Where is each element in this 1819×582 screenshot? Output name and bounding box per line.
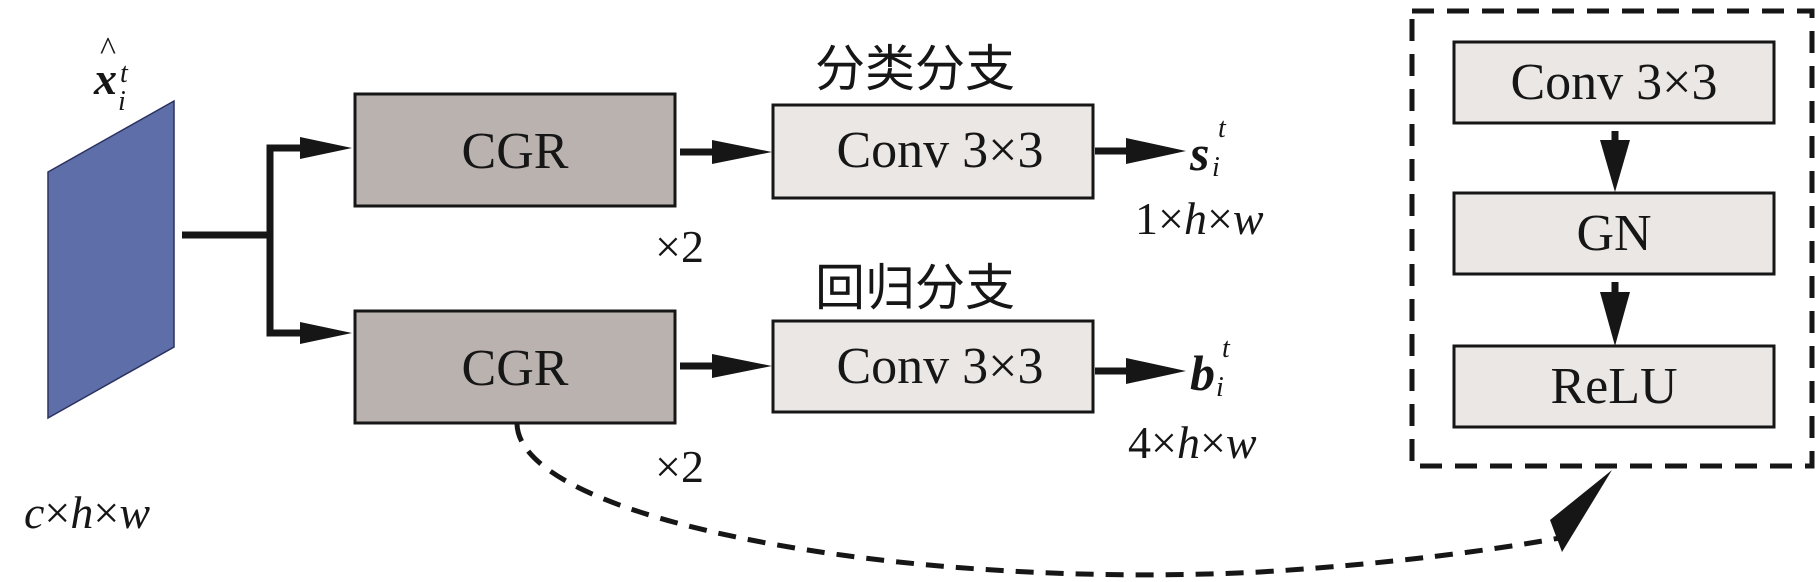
cls-branch-title: 分类分支 (815, 40, 1015, 98)
reg-repeat-label: ×2 (655, 441, 704, 492)
cgr-detail-dashed-box (1409, 8, 1815, 469)
split-connector (182, 144, 300, 337)
reg-output-superscript: t (1222, 333, 1231, 364)
input-dims: c×h×w (24, 487, 150, 538)
reg-branch-title: 回归分支 (815, 259, 1015, 317)
reg-cgr-to-conv-arrow (712, 354, 772, 378)
cls-cgr-block: CGR (353, 92, 677, 208)
cgr-detail-gn-block: GN (1452, 191, 1776, 276)
input-symbol: x (93, 53, 117, 104)
input-subscript: i (118, 86, 126, 117)
cls-output-arrow (1126, 138, 1186, 164)
reg-cgr-label: CGR (462, 340, 569, 397)
cgr-detail-relu-label: ReLU (1550, 358, 1677, 415)
input-superscript: t (120, 58, 129, 89)
detail-arrow-1 (1600, 140, 1630, 192)
cgr-detail-conv-label: Conv 3×3 (1510, 54, 1717, 111)
reg-cgr-block: CGR (353, 309, 677, 425)
arrow-to-cls-cgr (300, 137, 352, 159)
cls-output-symbol: s (1189, 125, 1209, 181)
reg-output-symbol: b (1190, 345, 1215, 401)
cls-output-superscript: t (1218, 113, 1227, 144)
arrow-to-reg-cgr (300, 322, 352, 344)
cls-conv-block: Conv 3×3 (771, 103, 1095, 200)
reg-conv-label: Conv 3×3 (836, 338, 1043, 395)
detail-arrow-2 (1600, 292, 1630, 346)
cgr-detail-conv-block: Conv 3×3 (1452, 40, 1776, 125)
cgr-detail-relu-block: ReLU (1452, 344, 1776, 429)
cls-output-dims: 1×h×w (1135, 193, 1264, 244)
cls-conv-label: Conv 3×3 (836, 122, 1043, 179)
cls-output-subscript: i (1212, 152, 1220, 183)
input-feature-map (47, 99, 175, 420)
reg-output-subscript: i (1216, 372, 1224, 403)
expansion-arrow (1550, 470, 1612, 552)
cgr-detail-gn-label: GN (1576, 205, 1651, 262)
input-hat: ^ (100, 31, 116, 68)
reg-output-arrow (1126, 358, 1186, 384)
cls-repeat-label: ×2 (655, 221, 704, 272)
reg-output-dims: 4×h×w (1128, 417, 1257, 468)
cls-cgr-label: CGR (462, 123, 569, 180)
expansion-dashed-curve (514, 423, 1561, 578)
reg-conv-block: Conv 3×3 (771, 319, 1095, 414)
cls-cgr-to-conv-arrow (712, 140, 772, 164)
